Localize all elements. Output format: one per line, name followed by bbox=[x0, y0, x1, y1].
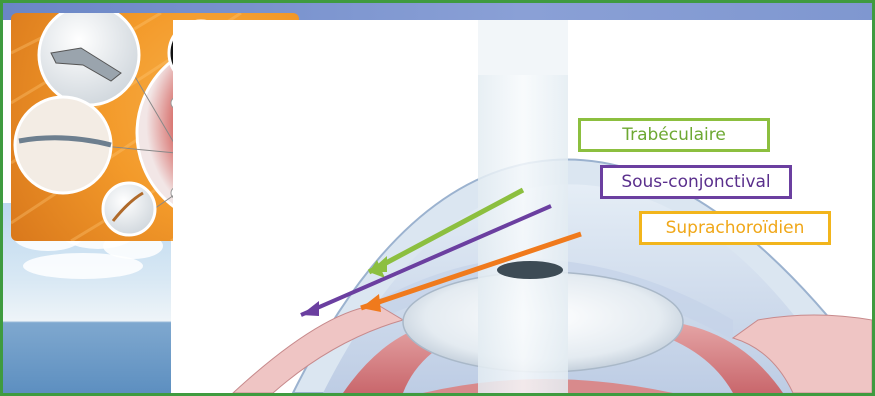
label-subconjunctival: Sous-conjonctival bbox=[600, 165, 792, 199]
shunt-bubble bbox=[103, 183, 155, 235]
label-trabecular: Trabéculaire bbox=[578, 118, 770, 152]
eye-cross-section-drawing bbox=[173, 20, 872, 393]
pupil-opening bbox=[497, 261, 563, 279]
label-suprachoroidal: Suprachoroïdien bbox=[639, 211, 831, 245]
eye-anatomy-diagram bbox=[173, 20, 872, 393]
tube-bubble bbox=[15, 97, 111, 193]
cloud bbox=[23, 253, 143, 279]
